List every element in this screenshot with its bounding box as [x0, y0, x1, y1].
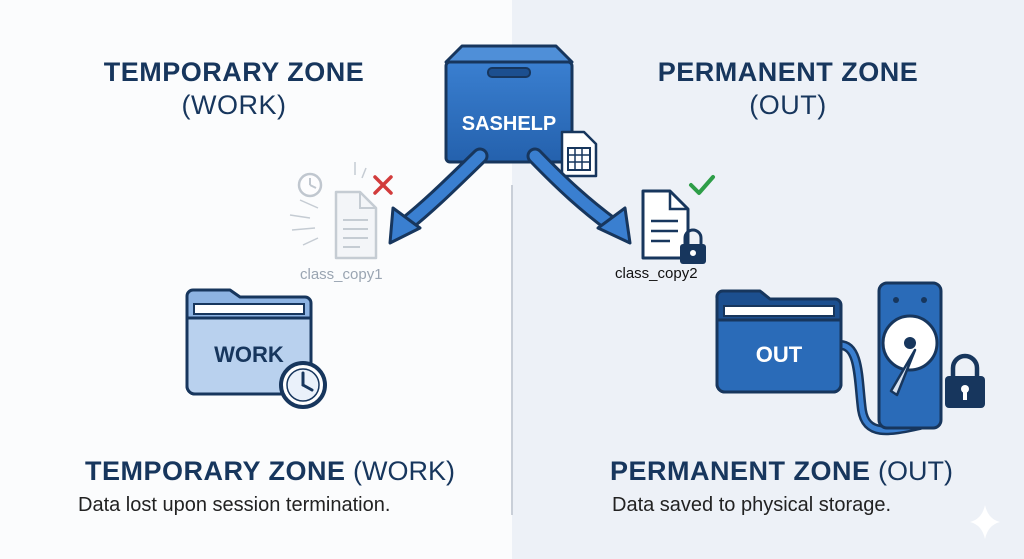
- permanent-zone-description: Data saved to physical storage.: [612, 494, 892, 516]
- permanent-zone-title: PERMANENT ZONE (OUT): [640, 56, 936, 122]
- permanent-zone-title-line2: (OUT): [749, 90, 827, 120]
- class-copy1-label: class_copy1: [300, 266, 383, 283]
- permanent-zone-heading-bold: PERMANENT ZONE: [610, 456, 871, 486]
- temporary-zone-title-line2: (WORK): [181, 90, 287, 120]
- hard-drive-icon: [877, 281, 943, 430]
- temporary-zone-description: Data lost upon session termination.: [78, 494, 391, 516]
- sashelp-archive-box-icon: [444, 44, 574, 164]
- sparkle-icon: [970, 505, 1000, 539]
- class-copy2-label: class_copy2: [615, 265, 698, 282]
- work-folder-label: WORK: [214, 342, 284, 367]
- spreadsheet-icon: [560, 130, 598, 178]
- fading-document-icon: [289, 162, 378, 260]
- sashelp-label: SASHELP: [461, 113, 557, 135]
- red-x-icon: [373, 175, 393, 195]
- lock-icon: [945, 353, 985, 408]
- temporary-zone-panel: [0, 0, 512, 559]
- out-folder-icon: [715, 289, 843, 394]
- permanent-zone-title-line1: PERMANENT ZONE: [657, 57, 919, 87]
- permanent-zone-panel: [512, 0, 1024, 559]
- clock-icon: [297, 172, 323, 198]
- arrow-to-out: [526, 147, 632, 245]
- temporary-zone-heading: TEMPORARY ZONE (WORK): [85, 456, 455, 487]
- out-folder-label: OUT: [755, 342, 803, 367]
- temporary-zone-heading-paren: (WORK): [345, 456, 456, 486]
- green-check-icon: [689, 175, 715, 195]
- temporary-zone-title-line1: TEMPORARY ZONE: [103, 57, 365, 87]
- arrow-to-work: [388, 147, 489, 245]
- temporary-zone-title: TEMPORARY ZONE (WORK): [86, 56, 382, 122]
- permanent-zone-heading-paren: (OUT): [870, 456, 953, 486]
- zone-divider: [511, 185, 513, 515]
- permanent-zone-heading: PERMANENT ZONE (OUT): [610, 456, 953, 487]
- clock-icon: [279, 361, 327, 409]
- temporary-zone-heading-bold: TEMPORARY ZONE: [85, 456, 346, 486]
- lock-icon: [680, 228, 706, 264]
